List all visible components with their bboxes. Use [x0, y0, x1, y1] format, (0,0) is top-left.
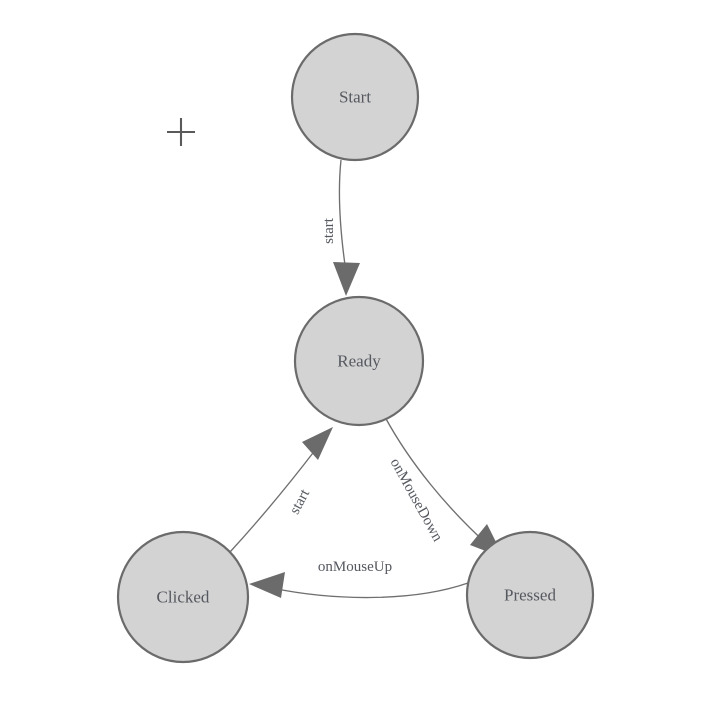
edge-ready-to-pressed[interactable]: onMouseDown [384, 416, 504, 558]
arrowhead-into-clicked [249, 572, 285, 598]
node-pressed[interactable]: Pressed [465, 530, 595, 660]
node-pressed-label: Pressed [504, 586, 556, 605]
edge-path-ready-to-pressed [384, 416, 490, 547]
plus-crosshair-icon [167, 118, 195, 146]
edge-label-start-restart: start [287, 486, 314, 517]
node-ready-circle[interactable] [293, 295, 425, 427]
edge-pressed-to-clicked[interactable]: onMouseUp [249, 559, 469, 599]
node-clicked[interactable]: Clicked [116, 530, 250, 664]
edge-label-onmouseup: onMouseUp [318, 559, 392, 575]
edge-label-onmousedown: onMouseDown [387, 456, 446, 545]
edge-path-pressed-to-clicked [271, 582, 469, 599]
node-clicked-label: Clicked [157, 588, 210, 607]
node-start-label: Start [339, 88, 371, 107]
edge-path-clicked-to-ready [229, 448, 317, 553]
edge-path-start-to-ready [338, 159, 347, 273]
node-clicked-circle[interactable] [116, 530, 250, 664]
node-start[interactable]: Start [290, 32, 420, 162]
node-ready[interactable]: Ready [293, 295, 425, 427]
edge-start-to-ready[interactable]: start [321, 159, 360, 296]
node-ready-label: Ready [337, 352, 381, 371]
node-pressed-circle[interactable] [465, 530, 595, 660]
node-start-circle[interactable] [290, 32, 420, 162]
edge-label-start: start [321, 217, 337, 244]
edge-clicked-to-ready[interactable]: start [229, 427, 333, 553]
arrowhead-into-ready-from-clicked [302, 427, 333, 460]
arrowhead-into-ready-from-start [333, 262, 360, 296]
